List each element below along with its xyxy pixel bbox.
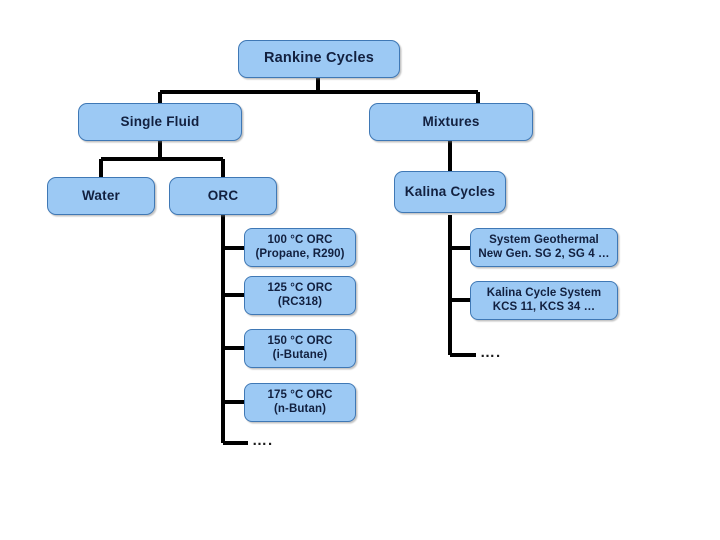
node-label: Rankine Cycles: [264, 50, 374, 67]
leaf-label-line1: System Geothermal: [489, 233, 599, 246]
leaf-label-line2: (Propane, R290): [255, 247, 345, 260]
node-label: Kalina Cycles: [404, 184, 496, 200]
leaf-label-line2: (RC318): [277, 295, 323, 308]
leaf-label-line1: 175 °C ORC: [267, 388, 333, 401]
node-single-fluid[interactable]: Single Fluid: [78, 103, 242, 141]
leaf-system-geothermal[interactable]: System Geothermal New Gen. SG 2, SG 4 …: [470, 228, 618, 267]
node-kalina-cycles[interactable]: Kalina Cycles: [394, 171, 506, 213]
node-water[interactable]: Water: [47, 177, 155, 215]
leaf-label-line2: (i-Butane): [272, 348, 328, 361]
node-orc[interactable]: ORC: [169, 177, 277, 215]
node-label: Mixtures: [422, 114, 480, 130]
leaf-label-line1: Kalina Cycle System: [486, 286, 602, 299]
kalina-more-indicator: ….: [480, 344, 502, 361]
leaf-orc-150c[interactable]: 150 °C ORC (i-Butane): [244, 329, 356, 368]
leaf-orc-125c[interactable]: 125 °C ORC (RC318): [244, 276, 356, 315]
leaf-label-line1: 150 °C ORC: [267, 334, 333, 347]
leaf-orc-175c[interactable]: 175 °C ORC (n-Butan): [244, 383, 356, 422]
node-label: Single Fluid: [120, 114, 200, 130]
leaf-label-line2: New Gen. SG 2, SG 4 …: [478, 247, 610, 260]
node-label: ORC: [207, 188, 239, 204]
leaf-orc-100c[interactable]: 100 °C ORC (Propane, R290): [244, 228, 356, 267]
node-label: Water: [81, 188, 120, 204]
leaf-kalina-cycle-system[interactable]: Kalina Cycle System KCS 11, KCS 34 …: [470, 281, 618, 320]
node-mixtures[interactable]: Mixtures: [369, 103, 533, 141]
leaf-label-line1: 125 °C ORC: [267, 281, 333, 294]
leaf-label-line2: (n-Butan): [274, 402, 326, 415]
orc-more-indicator: ….: [252, 432, 274, 449]
leaf-label-line2: KCS 11, KCS 34 …: [492, 300, 596, 313]
leaf-label-line1: 100 °C ORC: [267, 233, 333, 246]
node-rankine-cycles[interactable]: Rankine Cycles: [238, 40, 400, 78]
